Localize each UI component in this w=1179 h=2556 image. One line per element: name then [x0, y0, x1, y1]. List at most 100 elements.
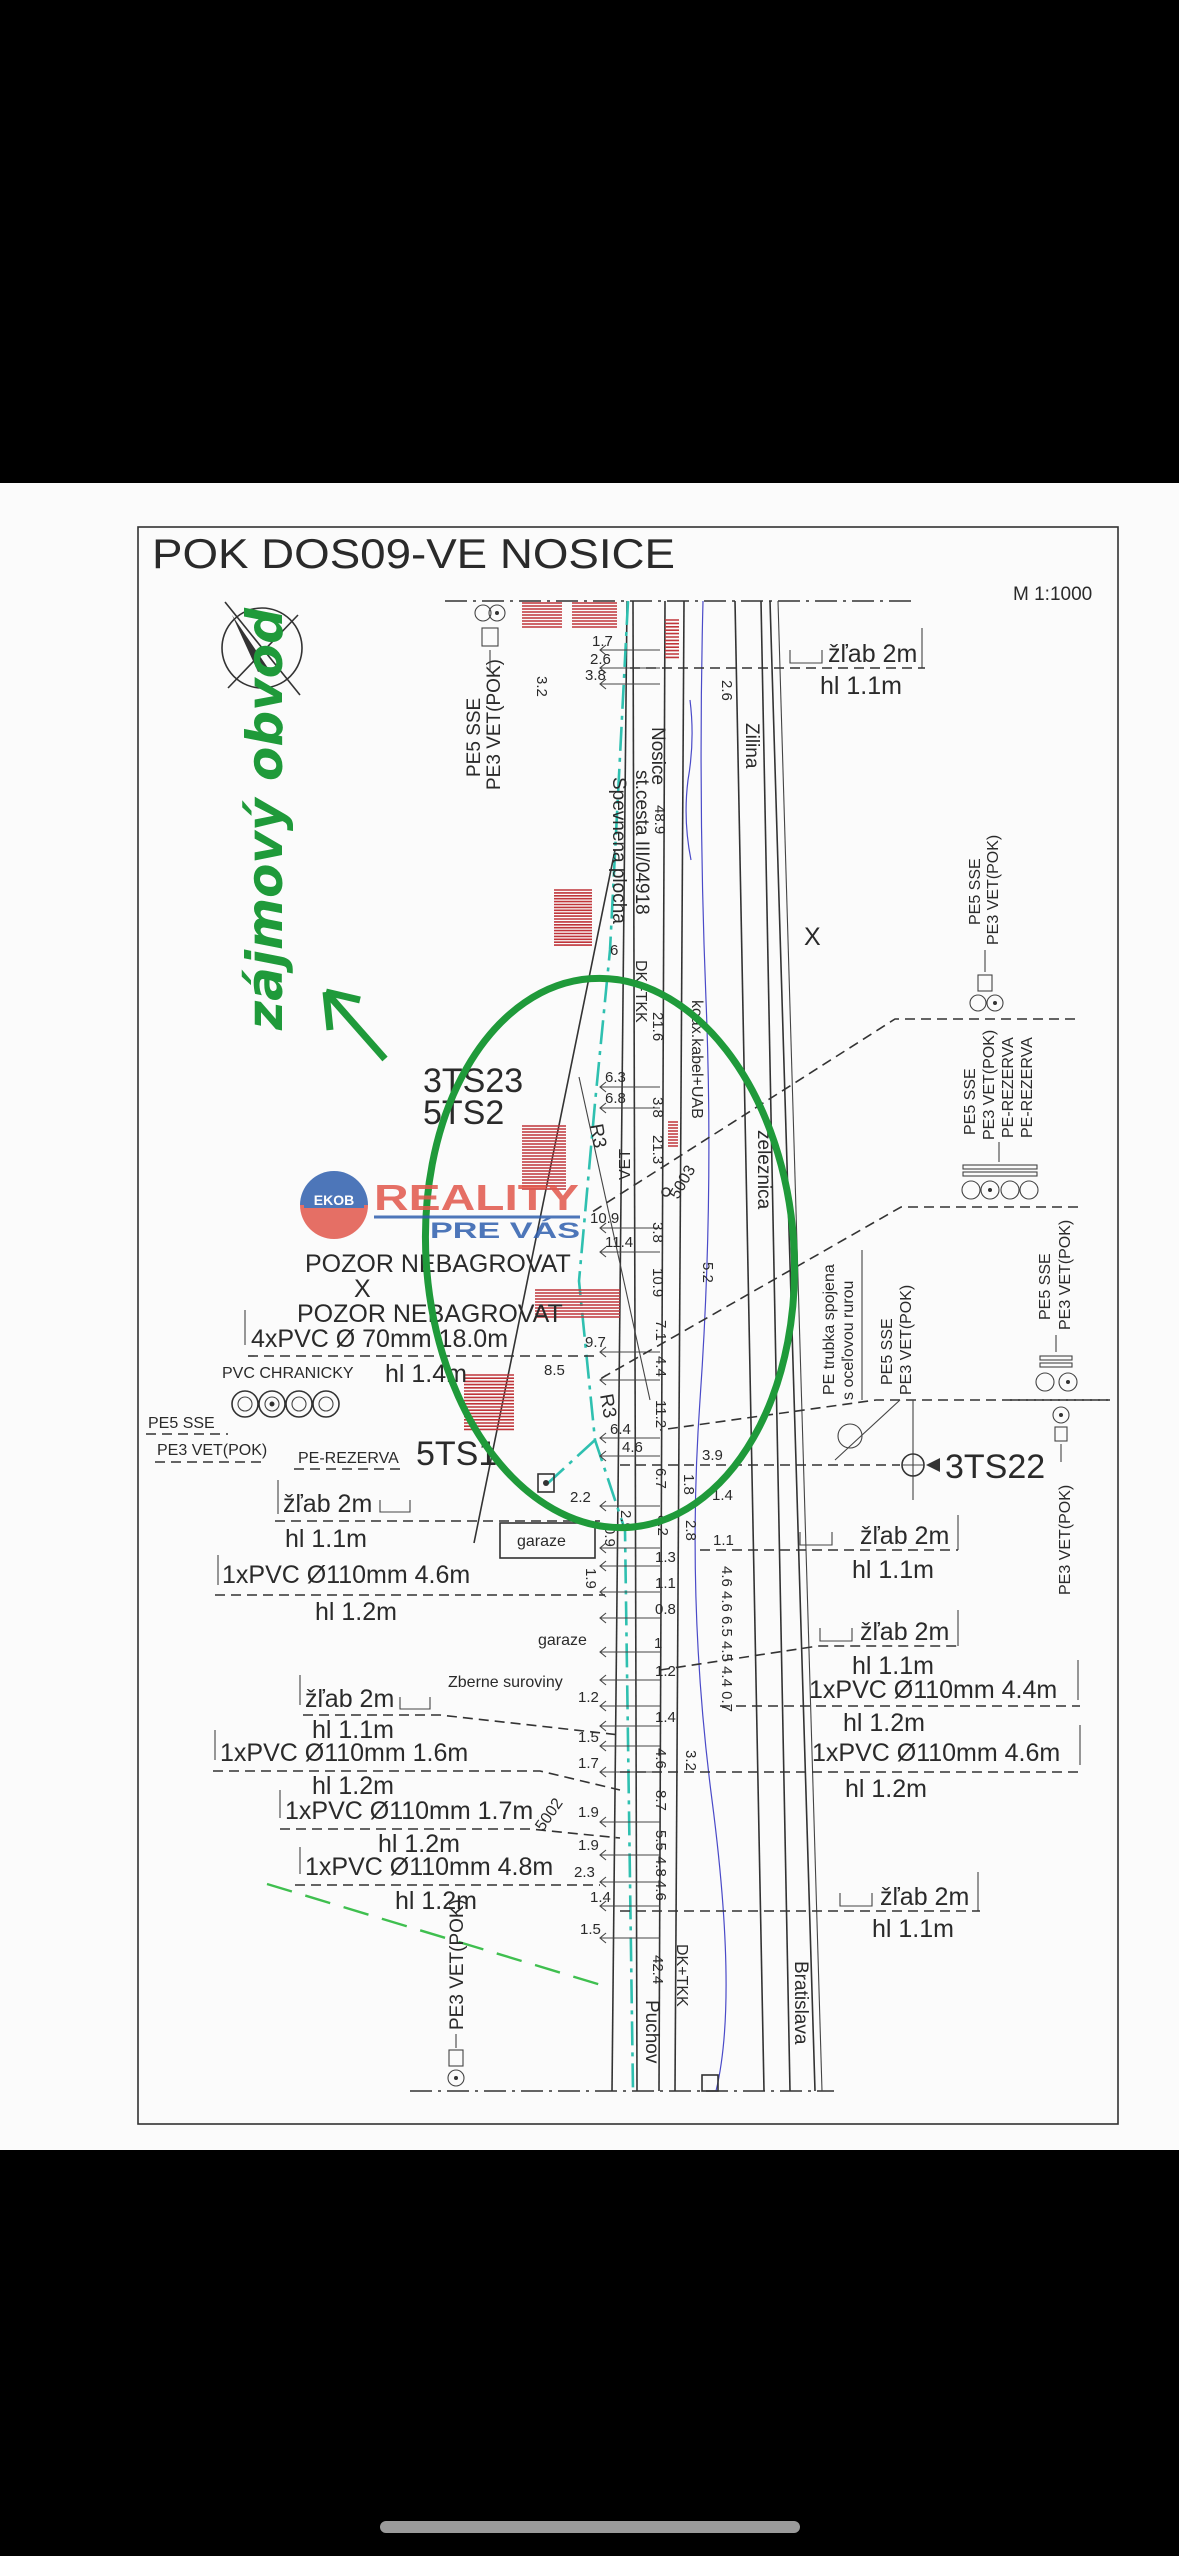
- watermark-brand: REALITY: [374, 1177, 579, 1218]
- dimension-arrow: [599, 1374, 660, 1386]
- label-hl-1-2-left-c: hl 1.2m: [378, 1830, 460, 1858]
- label-hl-1-1-right-c: hl 1.1m: [872, 1915, 954, 1943]
- cable-symbol-icon: [1035, 1335, 1078, 1392]
- label-pe3-vet: PE3 VET(POK): [157, 1442, 267, 1459]
- dim-value: 11.2: [652, 1400, 669, 1428]
- label-vet: VET: [617, 1149, 634, 1180]
- dim-value: 5.5: [652, 1830, 669, 1851]
- label-g2-pe3: PE3 VET(POK): [981, 1030, 998, 1140]
- road-labels: Nosice st.cesta III/04918 Spevnena ploch…: [532, 723, 811, 2064]
- dimension-arrow: [599, 1646, 660, 1658]
- dim-value: 1.1: [713, 1532, 734, 1549]
- label-zlab-right-a: žľab 2m: [860, 1522, 949, 1550]
- dim-value: 1.4: [590, 1889, 611, 1906]
- label-pvc110-4-6-left: 1xPVC Ø110mm 4.6m: [222, 1561, 470, 1589]
- warning-line-1: POZOR NEBAGROVAT: [305, 1250, 571, 1278]
- label-pe-rezerva: PE-REZERVA: [298, 1450, 399, 1467]
- dim-value: 1.8: [680, 1474, 697, 1495]
- label-g2-rezerva-1: PE-REZERVA: [1000, 1037, 1017, 1138]
- label-hl-1-1-left-a: hl 1.1m: [285, 1525, 367, 1553]
- label-zlab-left-b: žľab 2m: [305, 1685, 394, 1713]
- label-hl-1-2-left-a: hl 1.2m: [315, 1598, 397, 1626]
- dimension-arrow: [599, 1876, 660, 1888]
- drawing-frame: [137, 526, 1119, 2125]
- dim-value: 6.4: [610, 1421, 631, 1438]
- label-g1-pe5: PE5 SSE: [967, 858, 984, 925]
- hatch-mark: [535, 1289, 620, 1318]
- dim-value: 4.6: [652, 1880, 669, 1901]
- dimension-arrow: [599, 1102, 660, 1114]
- label-dk-tkk-top: DK+TKK: [632, 960, 649, 1023]
- label-mid-pe5: PE5 SSE: [879, 1318, 896, 1385]
- point-5003: 5003: [667, 1163, 700, 1202]
- dim-value: 8.5: [544, 1362, 565, 1379]
- dim-value: 1.3: [655, 1549, 676, 1566]
- garage-box: [499, 1522, 596, 1559]
- dim-value: 1.5: [578, 1729, 599, 1746]
- dimension-values: 1.7 2.6 3.8 3.2 2.6 6 21.6 6.3 6.8 3.8 2…: [533, 633, 735, 1984]
- dimension-arrow: [599, 1081, 660, 1093]
- label-pvc110-4-6-right: 1xPVC Ø110mm 4.6m: [812, 1739, 1060, 1767]
- interest-area-ellipse: [421, 974, 799, 1532]
- conduit-circles-icon: [231, 1390, 340, 1418]
- dimension-arrow: [599, 1740, 660, 1752]
- label-dk-tkk-bottom: DK+TKK: [673, 1944, 690, 2007]
- label-hl-1-2-left-d: hl 1.2m: [395, 1887, 477, 1915]
- dim-value: 1.9: [582, 1568, 599, 1589]
- dim-value: 7.1: [652, 1320, 669, 1341]
- dim-value: 6: [610, 942, 618, 959]
- dim-value: 4.6: [622, 1439, 643, 1456]
- dimension-arrow: [599, 1849, 660, 1861]
- dimension-arrow: [599, 1816, 660, 1828]
- dim-value: 3.8: [585, 667, 606, 684]
- label-hl-1-1-left-b: hl 1.1m: [312, 1716, 394, 1744]
- dim-value: 1.9: [578, 1804, 599, 1821]
- label-pvc110-4-8-left: 1xPVC Ø110mm 4.8m: [305, 1853, 553, 1881]
- dim-value: 0.8: [655, 1601, 676, 1618]
- radius-r3-b: R3: [595, 1392, 620, 1420]
- dim-value: 2.8: [682, 1520, 699, 1541]
- station-3ts23: 3TS23: [423, 1062, 523, 1100]
- dimension-arrow: [599, 1586, 660, 1598]
- dim-value: 6.7: [652, 1468, 669, 1489]
- dim-value: 3.9: [702, 1447, 723, 1464]
- label-ts22-pe3: PE3 VET(POK): [1057, 1485, 1074, 1595]
- label-pvc-chranicky: PVC CHRANICKY: [222, 1365, 354, 1382]
- dim-value: 48.9: [651, 805, 668, 834]
- right-annotations: žľab 2m hl 1.1m X PE5 SSE PE3 VET(POK) P…: [588, 628, 1110, 1943]
- label-spevnena-plocha: Spevnena plocha: [608, 777, 629, 924]
- label-cesta: st.cesta III/04918: [631, 770, 652, 915]
- dimension-arrow: [599, 1900, 660, 1912]
- label-hl-1-1-right-b: hl 1.1m: [852, 1652, 934, 1680]
- radius-r3-a: R3: [585, 1122, 610, 1150]
- label-g3-pe3: PE3 VET(POK): [1057, 1220, 1074, 1330]
- label-g2-pe5: PE5 SSE: [962, 1068, 979, 1135]
- label-bratislava: Bratislava: [790, 1961, 811, 2045]
- dim-value: 4.4: [652, 1356, 669, 1377]
- logo-text: EKOB: [314, 1192, 354, 1208]
- x-mark: X: [804, 923, 821, 951]
- scale-label: M 1:1000: [1013, 584, 1092, 605]
- label-puchov: Puchov: [641, 2000, 662, 2064]
- label-hl-1-2-left-b: hl 1.2m: [312, 1772, 394, 1800]
- dim-value: 3.2: [682, 1750, 699, 1771]
- label-zberne-suroviny: Zberne suroviny: [448, 1674, 563, 1691]
- dim-value: 4.6 4.6 6.5 4.5 4.4 0.7: [718, 1566, 735, 1712]
- label-hl-1-1-right-a: hl 1.1m: [852, 1556, 934, 1584]
- conduit-group-icon: [961, 1142, 1039, 1200]
- label-g2-rezerva-2: PE-REZERVA: [1019, 1037, 1036, 1138]
- dimension-arrow: [599, 1222, 660, 1234]
- cable-symbol-icon: [474, 604, 506, 672]
- dim-value: 1.5: [580, 1921, 601, 1938]
- dimension-arrow: [599, 1720, 660, 1732]
- left-annotations: PE5 SSE PE3 VET(POK) 3TS23 5TS2 POZOR NE…: [146, 604, 621, 2087]
- dimension-arrow: [599, 1542, 660, 1554]
- point-5002: 5002: [532, 1795, 566, 1834]
- dimension-arrow: [599, 1700, 660, 1712]
- dim-value: 3.2: [533, 676, 550, 697]
- home-indicator[interactable]: [380, 2521, 800, 2533]
- hatch-mark: [554, 889, 592, 946]
- dim-value: 21.6: [649, 1012, 666, 1041]
- station-3ts22: 3TS22: [945, 1448, 1045, 1486]
